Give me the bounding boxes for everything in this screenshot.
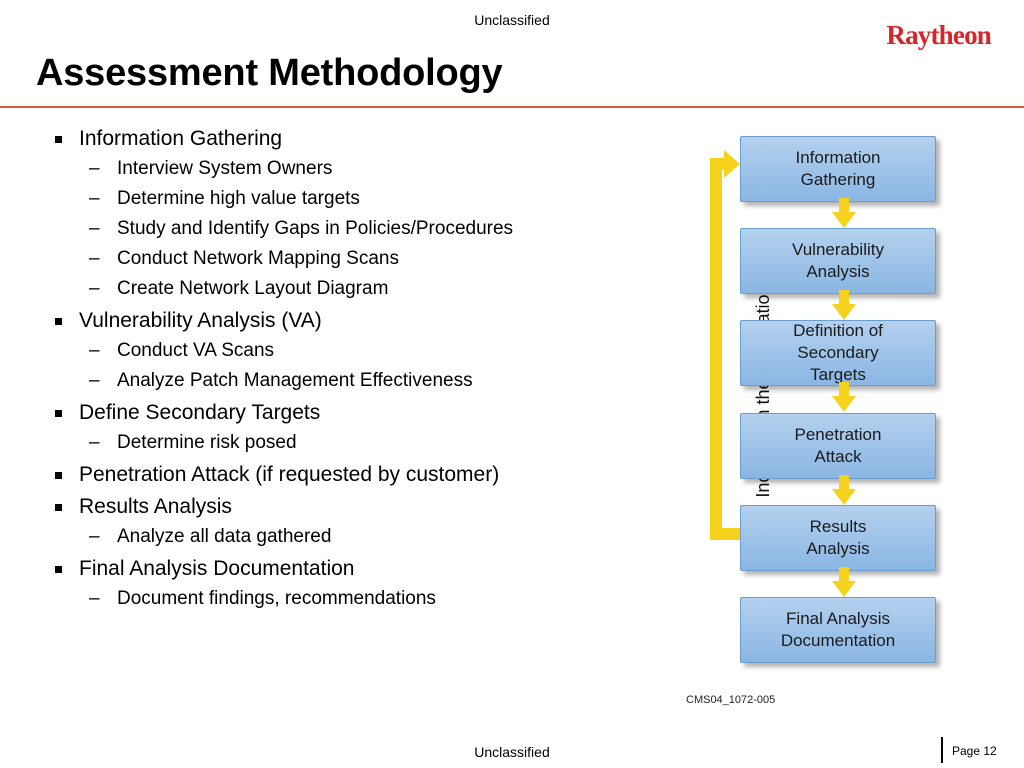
sub-bullet-list: Conduct VA Scans Analyze Patch Managemen… [79, 336, 644, 396]
loop-arrow-head [724, 150, 740, 178]
flow-box-vulnerability-analysis: Vulnerability Analysis [740, 228, 936, 294]
bullet-item: Vulnerability Analysis (VA) Conduct VA S… [54, 305, 644, 396]
sub-bullet-item: Determine high value targets [79, 184, 644, 214]
sub-bullet-item: Interview System Owners [79, 154, 644, 184]
loop-arrow-vertical [710, 158, 722, 534]
bullet-label: Information Gathering [79, 127, 283, 150]
down-arrow-icon [832, 198, 856, 228]
bullet-label: Final Analysis Documentation [79, 557, 355, 580]
down-arrow-icon [832, 382, 856, 412]
sub-bullet-item: Analyze all data gathered [79, 522, 644, 552]
slide-title: Assessment Methodology [36, 52, 503, 94]
bullet-label: Define Secondary Targets [79, 401, 321, 424]
bullet-item: Information Gathering Interview System O… [54, 123, 644, 304]
raytheon-logo: Raytheon [886, 20, 991, 50]
bullet-item: Results Analysis Analyze all data gather… [54, 491, 644, 552]
title-divider [0, 106, 1024, 108]
sub-bullet-item: Determine risk posed [79, 428, 644, 458]
sub-bullet-item: Study and Identify Gaps in Policies/Proc… [79, 214, 644, 244]
sub-bullet-item: Conduct Network Mapping Scans [79, 244, 644, 274]
classification-bottom: Unclassified [474, 744, 550, 760]
sub-bullet-item: Conduct VA Scans [79, 336, 644, 366]
flow-box-penetration-attack: Penetration Attack [740, 413, 936, 479]
down-arrow-icon [832, 475, 856, 505]
sub-bullet-item: Analyze Patch Management Effectiveness [79, 366, 644, 396]
bullet-item: Define Secondary Targets Determine risk … [54, 397, 644, 458]
flow-box-results-analysis: Results Analysis [740, 505, 936, 571]
loop-arrow-base [710, 528, 740, 540]
footer-divider [941, 737, 943, 763]
figure-code: CMS04_1072-005 [686, 694, 776, 706]
flow-box-secondary-targets: Definition of Secondary Targets [740, 320, 936, 386]
bullet-label: Results Analysis [79, 495, 232, 518]
sub-bullet-list: Document findings, recommendations [79, 584, 644, 614]
bullet-label: Vulnerability Analysis (VA) [79, 309, 322, 332]
down-arrow-icon [832, 290, 856, 320]
bullet-item: Final Analysis Documentation Document fi… [54, 553, 644, 614]
classification-top: Unclassified [474, 12, 550, 28]
sub-bullet-list: Analyze all data gathered [79, 522, 644, 552]
sub-bullet-item: Document findings, recommendations [79, 584, 644, 614]
flow-box-information-gathering: Information Gathering [740, 136, 936, 202]
sub-bullet-list: Determine risk posed [79, 428, 644, 458]
flow-box-final-analysis-documentation: Final Analysis Documentation [740, 597, 936, 663]
sub-bullet-item: Create Network Layout Diagram [79, 274, 644, 304]
sub-bullet-list: Interview System Owners Determine high v… [79, 154, 644, 304]
page-number: Page 12 [952, 744, 997, 758]
down-arrow-icon [832, 567, 856, 597]
bullet-item: Penetration Attack (if requested by cust… [54, 459, 644, 490]
bullet-label: Penetration Attack (if requested by cust… [79, 463, 500, 486]
bullet-list: Information Gathering Interview System O… [54, 122, 644, 614]
